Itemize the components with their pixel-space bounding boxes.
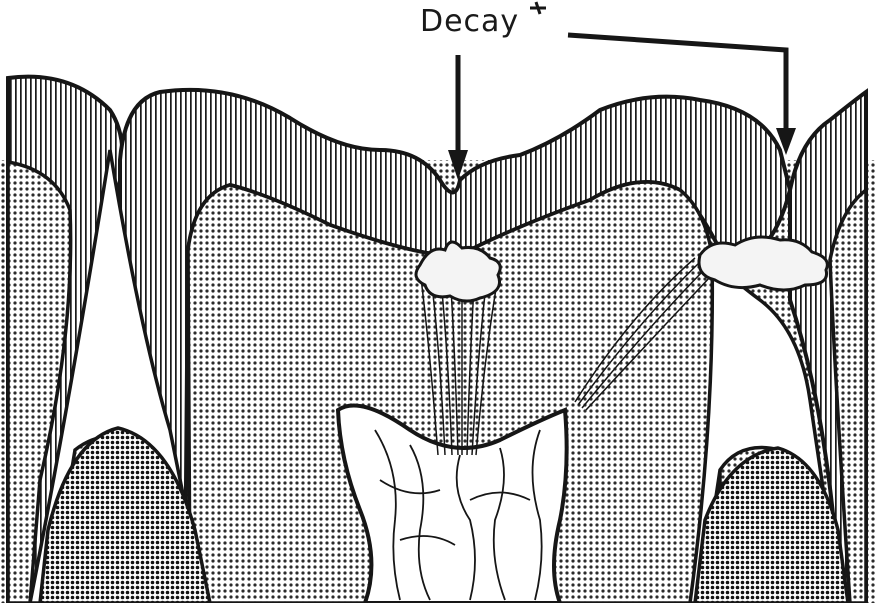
decay-label: Decay xyxy=(420,4,519,39)
asterisk-icon xyxy=(530,2,546,14)
